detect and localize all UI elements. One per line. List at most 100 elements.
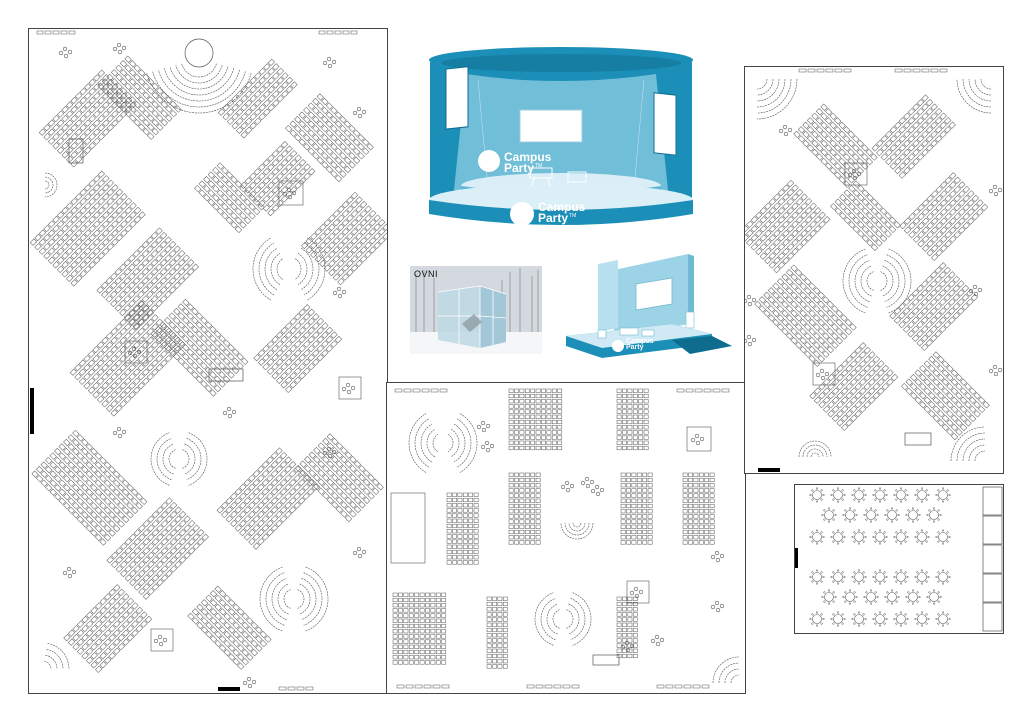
left-desk-block-5 xyxy=(96,227,199,330)
left-seat-cluster-2 xyxy=(322,56,337,69)
left-desk-block-8 xyxy=(301,191,387,286)
right-top-modules-1 xyxy=(798,68,852,73)
ovni-photo: OVNI xyxy=(410,266,542,354)
banquet-table-39 xyxy=(935,611,951,627)
center-seat-cluster-6 xyxy=(650,634,665,647)
stage-logo-dot-upper xyxy=(478,150,500,172)
banquet-table-36 xyxy=(872,611,888,627)
banquet-table-17 xyxy=(893,529,909,545)
banquet-table-29 xyxy=(863,589,879,605)
center-seat-cluster-0 xyxy=(560,480,575,493)
left-amphitheatre-right-b xyxy=(252,237,284,301)
right-desk-block-6 xyxy=(889,262,979,351)
banquet-table-25 xyxy=(914,569,930,585)
left-seat-cluster-9 xyxy=(62,566,77,579)
left-seat-cluster-3 xyxy=(352,106,367,119)
stage-render: Campus PartyTM Campus PartyTM xyxy=(418,40,704,230)
center-seat-cluster-4 xyxy=(480,440,495,453)
left-seat-cluster-6 xyxy=(112,426,127,439)
right-seat-cluster-2 xyxy=(988,184,1003,197)
left-table-b xyxy=(208,368,244,382)
floor-plan-center-drawing xyxy=(390,388,740,689)
floor-plan-left-drawing xyxy=(29,30,387,691)
center-seat-cluster-3 xyxy=(476,420,491,433)
right-seat-cluster-5 xyxy=(968,284,983,297)
right-seat-cluster-1 xyxy=(745,334,757,347)
center-seat-cluster-5 xyxy=(620,640,635,653)
left-amphitheatre-bottom-a xyxy=(297,566,329,632)
banquet-table-8 xyxy=(842,507,858,523)
right-desk-block-1 xyxy=(871,94,956,179)
left-desk-block-9 xyxy=(69,300,186,417)
stage-render-drawing xyxy=(429,47,693,225)
booth-render: Campus Party xyxy=(562,250,738,360)
right-lounge-2 xyxy=(812,362,836,386)
booth-logo-line2: Party xyxy=(626,344,644,352)
left-desk-block-4 xyxy=(29,170,146,287)
left-desk-block-15 xyxy=(295,433,384,523)
left-desk-block-10 xyxy=(150,298,249,397)
right-desk-block-2 xyxy=(745,179,831,274)
scale-bar-left-horizontal xyxy=(218,687,240,691)
scale-bar-left-vertical xyxy=(30,388,34,434)
banquet-table-12 xyxy=(926,507,942,523)
center-amphi-a xyxy=(447,413,478,473)
center-top-modules-1 xyxy=(394,388,448,393)
left-lounge-1 xyxy=(278,180,304,206)
banquet-table-27 xyxy=(821,589,837,605)
right-desk-block-7 xyxy=(809,342,899,431)
left-desk-block-0 xyxy=(38,69,137,168)
ovni-photo-drawing xyxy=(410,266,542,354)
banquet-table-34 xyxy=(830,611,846,627)
banquet-table-4 xyxy=(893,487,909,503)
right-corner-amphi-tr xyxy=(956,78,992,114)
left-lounge-4 xyxy=(150,628,174,652)
right-amphi-mid-b xyxy=(842,248,874,314)
banquet-side-room-3 xyxy=(982,573,1003,603)
banquet-table-15 xyxy=(851,529,867,545)
center-rows-bottom-right xyxy=(616,596,638,659)
center-rows-top-right xyxy=(616,388,649,451)
left-desk-block-7 xyxy=(240,141,316,217)
stage-logo-upper: Campus PartyTM xyxy=(504,151,551,174)
left-desk-block-14 xyxy=(216,447,319,550)
center-rows-mid xyxy=(508,472,541,545)
left-top-edge-modules xyxy=(36,30,76,35)
banquet-plan-drawing xyxy=(809,486,1003,632)
right-corner-amphi-br xyxy=(950,426,986,462)
banquet-table-13 xyxy=(809,529,825,545)
banquet-table-11 xyxy=(905,507,921,523)
left-seat-cluster-4 xyxy=(332,286,347,299)
banquet-table-19 xyxy=(935,529,951,545)
banquet-table-9 xyxy=(863,507,879,523)
right-lounge-2-seats xyxy=(815,368,830,381)
left-desk-block-2 xyxy=(217,58,298,139)
right-desk-block-8 xyxy=(901,351,990,441)
right-lounge-1 xyxy=(844,162,868,186)
scale-bar-banquet xyxy=(795,548,798,568)
left-top-edge-modules-2 xyxy=(318,30,358,35)
booth-logo-line1: Campus xyxy=(626,338,654,345)
banquet-table-37 xyxy=(893,611,909,627)
booth-logo: Campus Party xyxy=(626,338,654,352)
banquet-table-24 xyxy=(893,569,909,585)
right-desk-block-3 xyxy=(830,180,901,252)
banquet-side-room-0 xyxy=(982,486,1003,516)
floor-plan-right xyxy=(744,66,1004,474)
left-seat-cluster-5 xyxy=(222,406,237,419)
left-desk-block-11 xyxy=(253,304,343,393)
center-rows-bottom-left xyxy=(392,592,447,665)
center-bottom-modules-1 xyxy=(396,684,450,689)
center-amphi-d xyxy=(534,592,560,646)
left-small-amphi xyxy=(44,172,58,198)
center-lounge-1-seats xyxy=(690,433,705,446)
left-desk-block-13 xyxy=(106,497,209,600)
left-seat-cluster-10 xyxy=(242,676,257,689)
banquet-table-7 xyxy=(821,507,837,523)
center-table xyxy=(592,654,620,666)
banquet-table-38 xyxy=(914,611,930,627)
center-seat-cluster-8 xyxy=(710,550,725,563)
banquet-table-21 xyxy=(830,569,846,585)
left-lounge-2 xyxy=(124,340,148,364)
center-amphi-b xyxy=(408,413,439,473)
